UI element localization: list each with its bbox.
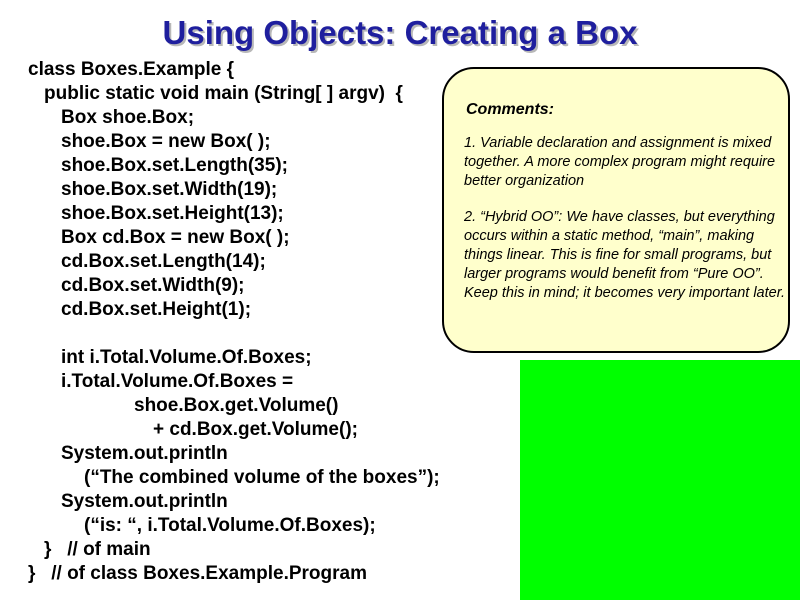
code-line: Box cd.Box = new Box( );: [61, 227, 290, 248]
code-line: } // of class Boxes.Example.Program: [28, 563, 367, 584]
code-line: shoe.Box.get.Volume(): [134, 395, 339, 416]
green-panel: [520, 360, 800, 600]
code-line: System.out.println: [61, 491, 228, 512]
comments-heading: Comments:: [466, 101, 555, 118]
code-line: i.Total.Volume.Of.Boxes =: [61, 371, 294, 392]
code-line: cd.Box.set.Length(14);: [61, 251, 266, 272]
code-line: class Boxes.Example {: [28, 59, 234, 80]
code-line: } // of main: [44, 539, 151, 560]
code-line: cd.Box.set.Height(1);: [61, 299, 252, 320]
code-line: shoe.Box = new Box( );: [61, 131, 271, 152]
code-line: cd.Box.set.Width(9);: [61, 275, 245, 296]
code-line: (“is: “, i.Total.Volume.Of.Boxes);: [84, 515, 376, 536]
comment-point-2: 2. “Hybrid OO”: We have classes, but eve…: [464, 209, 786, 301]
code-line: Box shoe.Box;: [61, 107, 195, 128]
code-line: + cd.Box.get.Volume();: [153, 419, 358, 440]
code-line: shoe.Box.set.Height(13);: [61, 203, 284, 224]
code-line: shoe.Box.set.Length(35);: [61, 155, 288, 176]
code-line: System.out.println: [61, 443, 228, 464]
code-line: shoe.Box.set.Width(19);: [61, 179, 278, 200]
slide-title: Using Objects: Creating a Box: [162, 14, 638, 51]
comment-point-1: 1. Variable declaration and assignment i…: [464, 135, 776, 189]
code-line: (“The combined volume of the boxes”);: [84, 467, 440, 488]
code-line: public static void main (String[ ] argv)…: [44, 83, 403, 104]
comments-callout: Comments: 1. Variable declaration and as…: [442, 67, 790, 353]
code-line: int i.Total.Volume.Of.Boxes;: [61, 347, 312, 368]
